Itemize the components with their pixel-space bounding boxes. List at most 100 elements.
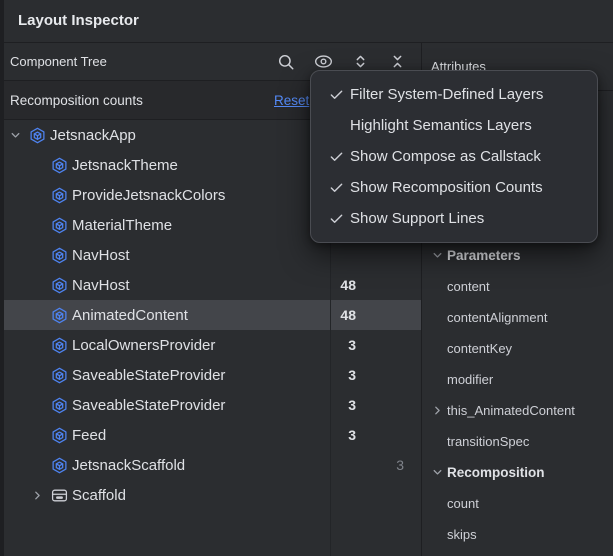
collapse-all-icon[interactable]	[387, 52, 407, 72]
divider	[4, 80, 421, 81]
tree-node-label: MaterialTheme	[72, 216, 173, 234]
tree-node-feed[interactable]: Feed 3	[4, 420, 421, 450]
chevron-down-icon[interactable]	[428, 465, 447, 480]
compose-icon	[48, 247, 70, 264]
tree-node-navhost[interactable]: NavHost	[4, 240, 421, 270]
compose-icon	[48, 457, 70, 474]
tree-node-jetsnacktheme[interactable]: JetsnackTheme	[4, 150, 421, 180]
tree-node-materialtheme[interactable]: MaterialTheme	[4, 210, 421, 240]
eye-icon[interactable]	[313, 52, 333, 72]
attributes-section-recomposition[interactable]: Recomposition	[422, 457, 613, 488]
menu-item-label: Filter System-Defined Layers	[350, 86, 544, 103]
tree-node-label: Scaffold	[72, 486, 126, 504]
menu-item-show-support-lines[interactable]: Show Support Lines	[311, 203, 597, 234]
tree-node-label: AnimatedContent	[72, 306, 188, 324]
attribute-item-this_animatedcontent[interactable]: this_AnimatedContent	[422, 395, 613, 426]
menu-item-show-compose-as-callstack[interactable]: Show Compose as Callstack	[311, 141, 597, 172]
component-tree-title: Component Tree	[10, 54, 107, 69]
tree-node-saveablestateprovider[interactable]: SaveableStateProvider 3	[4, 360, 421, 390]
attribute-label: this_AnimatedContent	[447, 403, 575, 418]
menu-item-highlight-semantics-layers[interactable]: Highlight Semantics Layers	[311, 110, 597, 141]
tree-node-localownersprovider[interactable]: LocalOwnersProvider 3	[4, 330, 421, 360]
menu-item-label: Highlight Semantics Layers	[350, 117, 532, 134]
checkmark-icon	[323, 87, 350, 102]
recomposition-count: 3	[348, 427, 356, 443]
recomposition-count: 48	[340, 277, 356, 293]
component-tree-toolbar	[276, 43, 407, 80]
menu-item-label: Show Compose as Callstack	[350, 148, 541, 165]
chevron-right-icon[interactable]	[26, 488, 48, 503]
tree-node-jetsnackscaffold[interactable]: JetsnackScaffold 3	[4, 450, 421, 480]
tree-node-label: JetsnackApp	[50, 126, 136, 144]
compose-icon	[48, 337, 70, 354]
compose-icon	[48, 277, 70, 294]
attribute-item-count[interactable]: count	[422, 488, 613, 519]
divider	[4, 119, 421, 120]
scaffold-icon	[48, 487, 70, 504]
attribute-label: modifier	[447, 372, 494, 387]
compose-icon	[26, 127, 48, 144]
attribute-label: transitionSpec	[447, 434, 530, 449]
expand-all-icon[interactable]	[350, 52, 370, 72]
recomposition-count: 3	[348, 337, 356, 353]
attribute-item-contentalignment[interactable]: contentAlignment	[422, 302, 613, 333]
attribute-item-skips[interactable]: skips	[422, 519, 613, 550]
attribute-label: Recomposition	[447, 465, 545, 480]
count-column-divider	[330, 120, 331, 556]
recomposition-count: 3	[348, 397, 356, 413]
chevron-right-icon[interactable]	[428, 403, 447, 418]
tree-node-label: NavHost	[72, 246, 130, 264]
chevron-down-icon[interactable]	[428, 248, 447, 263]
attribute-label: contentAlignment	[447, 310, 548, 325]
tool-window-edge	[0, 0, 4, 556]
menu-item-label: Show Support Lines	[350, 210, 485, 227]
chevron-down-icon[interactable]	[4, 128, 26, 143]
tree-node-jetsnackapp[interactable]: JetsnackApp	[4, 120, 421, 150]
compose-icon	[48, 157, 70, 174]
attribute-label: contentKey	[447, 341, 513, 356]
window-title: Layout Inspector	[18, 12, 139, 29]
attribute-item-transitionspec[interactable]: transitionSpec	[422, 426, 613, 457]
recomposition-count: 48	[340, 307, 356, 323]
attribute-item-content[interactable]: content	[422, 271, 613, 302]
attribute-label: count	[447, 496, 479, 511]
compose-icon	[48, 367, 70, 384]
recomposition-count: 3	[348, 367, 356, 383]
tree-node-label: ProvideJetsnackColors	[72, 186, 226, 204]
tree-node-animatedcontent[interactable]: AnimatedContent 48	[4, 300, 421, 330]
tree-node-label: JetsnackTheme	[72, 156, 178, 174]
compose-icon	[48, 217, 70, 234]
compose-icon	[48, 427, 70, 444]
attributes-rows: Parameters content contentAlignment content…	[422, 240, 613, 550]
menu-item-filter-system-defined-layers[interactable]: Filter System-Defined Layers	[311, 79, 597, 110]
search-icon[interactable]	[276, 52, 296, 72]
tree-node-label: LocalOwnersProvider	[72, 336, 216, 354]
compose-icon	[48, 307, 70, 324]
tree-node-label: NavHost	[72, 276, 130, 294]
attributes-section-parameters[interactable]: Parameters	[422, 240, 613, 271]
attribute-label: skips	[447, 527, 477, 542]
attribute-item-modifier[interactable]: modifier	[422, 364, 613, 395]
tree-node-label: SaveableStateProvider	[72, 366, 226, 384]
compose-icon	[48, 187, 70, 204]
reset-counts-link[interactable]: Reset	[274, 92, 310, 108]
attribute-item-contentkey[interactable]: contentKey	[422, 333, 613, 364]
compose-icon	[48, 397, 70, 414]
tree-node-providejetsnackcolors[interactable]: ProvideJetsnackColors	[4, 180, 421, 210]
skip-count: 3	[396, 457, 404, 473]
divider	[0, 42, 613, 43]
tree-node-label: Feed	[72, 426, 107, 444]
menu-item-label: Show Recomposition Counts	[350, 179, 543, 196]
checkmark-icon	[323, 180, 350, 195]
checkmark-icon	[323, 211, 350, 226]
menu-item-show-recomposition-counts[interactable]: Show Recomposition Counts	[311, 172, 597, 203]
tree-node-scaffold[interactable]: Scaffold	[4, 480, 421, 510]
tree-node-label: JetsnackScaffold	[72, 456, 186, 474]
tree-node-navhost[interactable]: NavHost 48	[4, 270, 421, 300]
attribute-label: content	[447, 279, 490, 294]
attribute-label: Parameters	[447, 248, 521, 263]
